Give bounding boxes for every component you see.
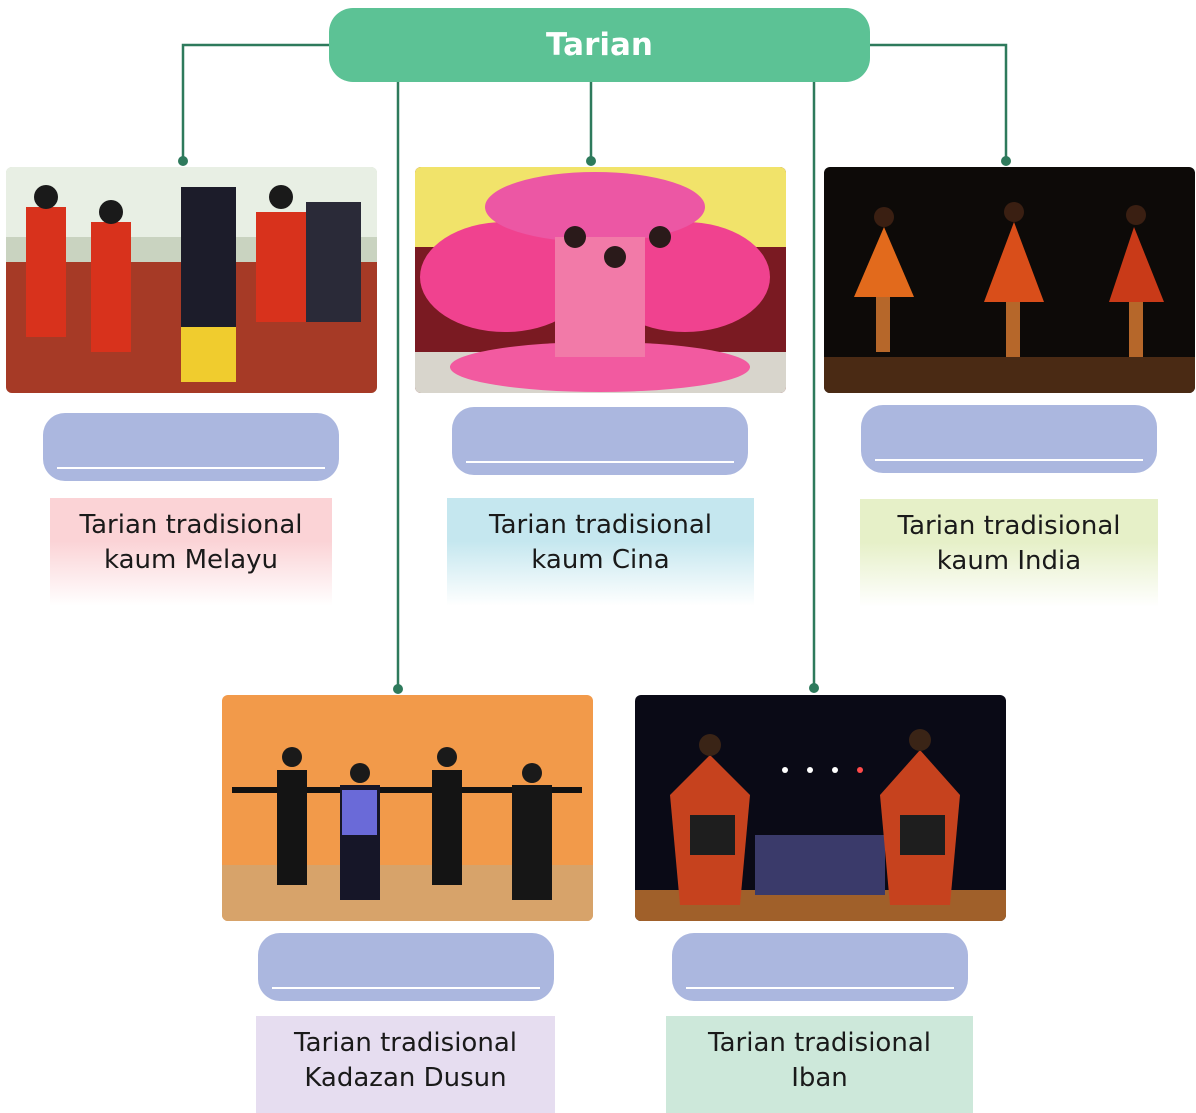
answer-field-iban[interactable] [672,933,968,1001]
answer-field-kadazan[interactable] [258,933,554,1001]
answer-line [686,987,954,989]
title-text: Tarian [546,27,653,63]
caption-kadazan: Tarian tradisional Kadazan Dusun [256,1016,555,1113]
caption-text-melayu: Tarian tradisional kaum Melayu [79,510,303,575]
answer-line [272,987,540,989]
answer-field-cina[interactable] [452,407,748,475]
answer-field-melayu[interactable] [43,413,339,481]
malay-traditional-dance-photo [6,167,377,393]
connector-dot-kadazan [393,684,403,694]
connector-dot-iban [809,683,819,693]
caption-text-kadazan: Tarian tradisional Kadazan Dusun [294,1028,517,1093]
caption-india: Tarian tradisional kaum India [860,499,1158,607]
kadazan-dusun-dance-photo [222,695,593,921]
answer-line [875,459,1143,461]
caption-melayu: Tarian tradisional kaum Melayu [50,498,332,606]
connector-india [870,43,1008,160]
chinese-fan-dance-photo [415,167,786,393]
connector-dot-india [1001,156,1011,166]
answer-field-india[interactable] [861,405,1157,473]
connector-melayu [181,43,329,160]
connector-dot-cina [586,156,596,166]
title-box: Tarian [329,8,870,82]
caption-text-india: Tarian tradisional kaum India [897,511,1121,576]
caption-text-iban: Tarian tradisional Iban [708,1028,931,1093]
iban-dance-photo [635,695,1006,921]
caption-text-cina: Tarian tradisional kaum Cina [489,510,712,575]
answer-line [466,461,734,463]
caption-iban: Tarian tradisional Iban [666,1016,973,1113]
indian-classical-dance-photo [824,167,1195,393]
caption-cina: Tarian tradisional kaum Cina [447,498,754,606]
answer-line [57,467,325,469]
connector-dot-melayu [178,156,188,166]
